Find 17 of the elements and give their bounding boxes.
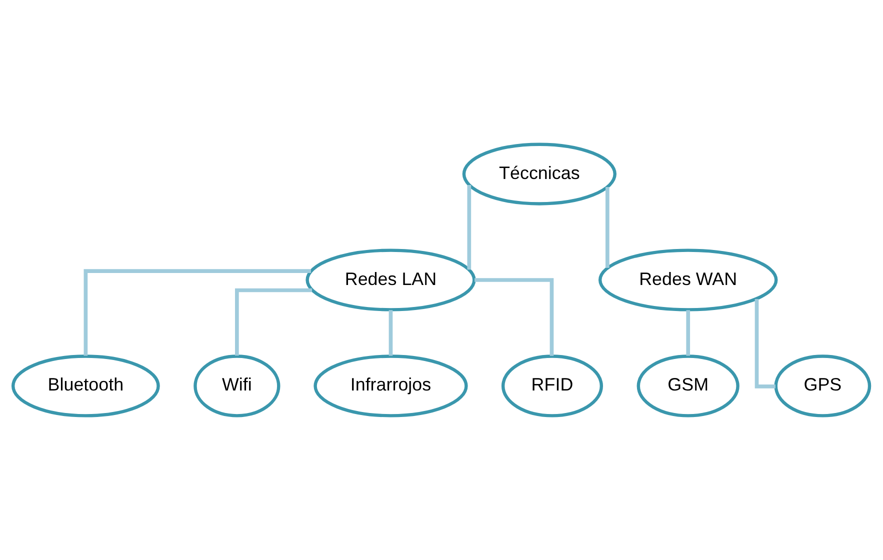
node-ellipse: Infrarrojos: [314, 354, 468, 418]
connector: [388, 310, 393, 356]
node-ellipse: Redes WAN: [598, 248, 778, 312]
node-ellipse: Bluetooth: [11, 354, 160, 418]
connector: [606, 187, 610, 268]
connector: [474, 278, 554, 356]
node-ellipse: Redes LAN: [306, 248, 476, 312]
connector: [686, 310, 690, 356]
connector: [235, 288, 312, 356]
node-ellipse: GSM: [636, 354, 740, 418]
connector: [84, 269, 311, 356]
node-ellipse: Wifi: [194, 354, 280, 418]
connector: [467, 184, 472, 270]
connector: [754, 299, 776, 388]
node-ellipse: RFID: [501, 354, 604, 418]
node-ellipse: GPS: [774, 354, 872, 418]
node-ellipse: Téccnicas: [462, 142, 616, 206]
